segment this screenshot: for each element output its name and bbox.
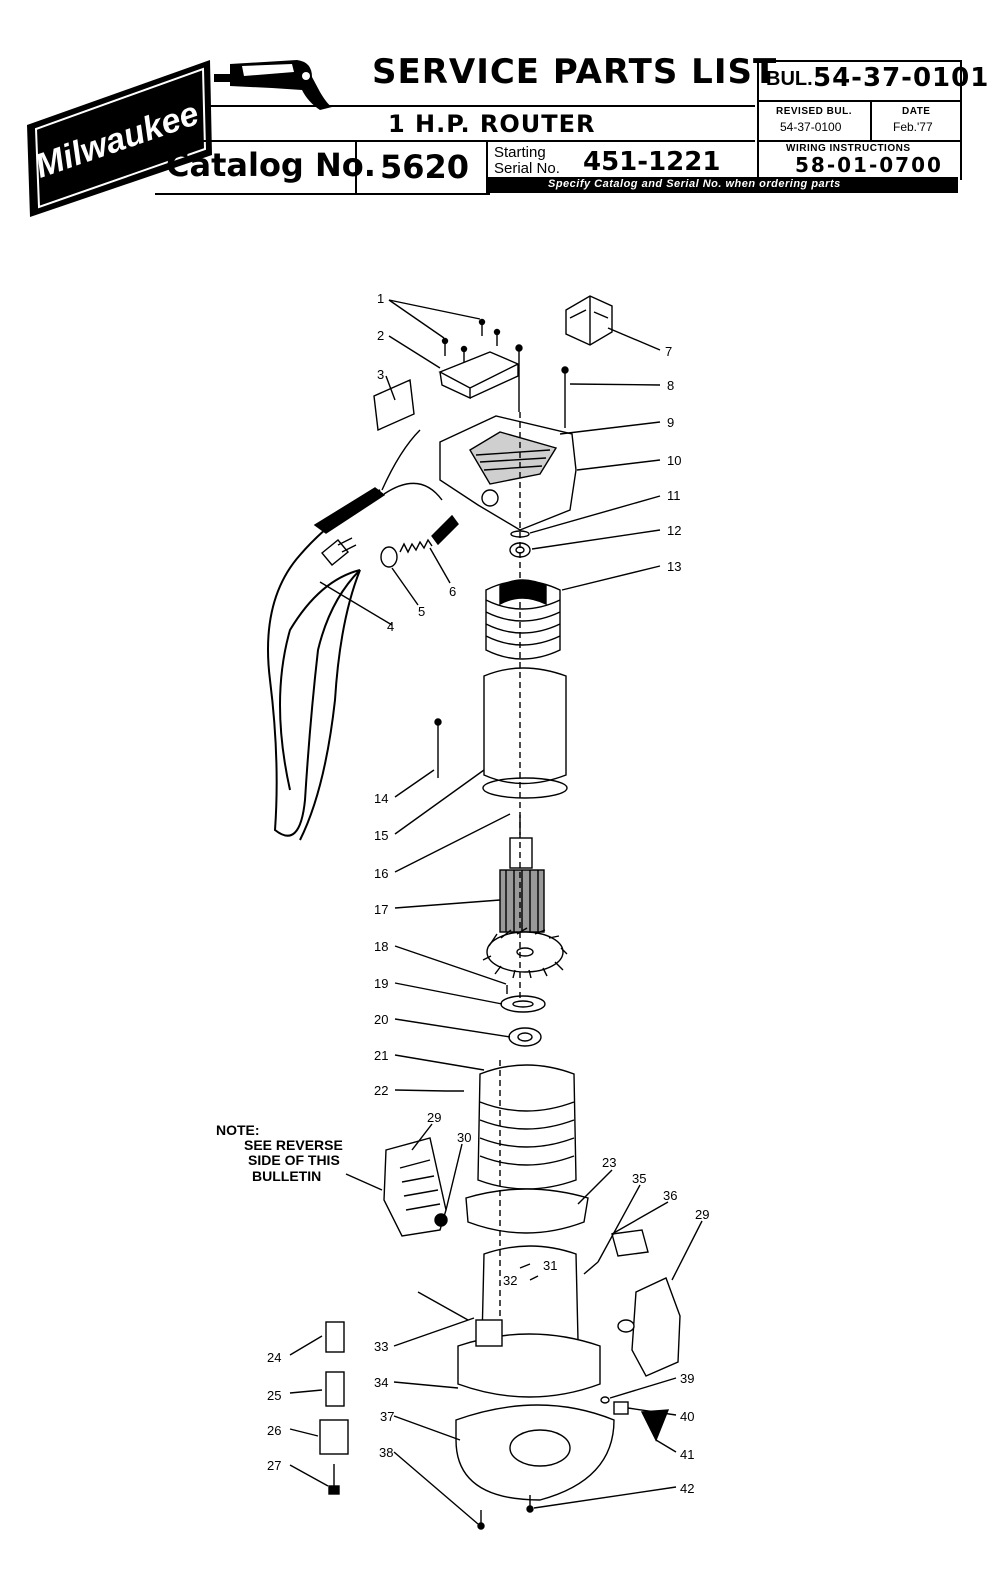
callout-35: 35 xyxy=(632,1171,647,1186)
bulletin-number: 54-37-0101 xyxy=(813,63,990,93)
label-part-3 xyxy=(373,378,415,432)
fan xyxy=(482,927,568,979)
armature-commutator xyxy=(509,837,533,869)
order-note-bar xyxy=(488,177,958,193)
callout-26: 26 xyxy=(267,1423,282,1438)
callout-3: 3 xyxy=(377,367,385,382)
lower-housing xyxy=(477,1064,577,1190)
callout-9: 9 xyxy=(667,415,675,430)
callout-22: 22 xyxy=(374,1083,389,1098)
callout-38: 38 xyxy=(379,1445,394,1460)
callout-18: 18 xyxy=(374,939,389,954)
adjusting-ring xyxy=(465,1188,589,1234)
brush-spring xyxy=(399,538,433,554)
subtitle-rule xyxy=(170,140,755,142)
power-cord xyxy=(267,489,381,841)
callout-13: 13 xyxy=(667,559,682,574)
bulletin-box xyxy=(757,60,962,180)
serial-divider xyxy=(486,142,488,194)
collet-25 xyxy=(325,1371,345,1407)
callout-20: 20 xyxy=(374,1012,389,1027)
revised-label: REVISED BUL. xyxy=(776,106,853,117)
callout-14: 14 xyxy=(374,791,389,806)
callout-17: 17 xyxy=(374,902,389,917)
callout-31: 31 xyxy=(543,1258,558,1273)
callout-30: 30 xyxy=(457,1130,472,1145)
handle-right xyxy=(631,1277,681,1377)
callout-5: 5 xyxy=(418,604,426,619)
callout-24: 24 xyxy=(267,1350,282,1365)
cover-plate xyxy=(438,351,520,400)
callout-29-right: 29 xyxy=(695,1207,710,1222)
serial-label-1: Starting xyxy=(494,144,546,161)
callout-36: 36 xyxy=(663,1188,678,1203)
callout-32: 32 xyxy=(503,1273,518,1288)
note-line-3: SIDE OF THIS xyxy=(248,1152,340,1168)
callout-2: 2 xyxy=(377,328,385,343)
nut-26 xyxy=(319,1419,349,1455)
revised-divider xyxy=(870,100,872,140)
callout-8: 8 xyxy=(667,378,675,393)
screws-part-1 xyxy=(441,318,501,363)
callout-29-left: 29 xyxy=(427,1110,442,1125)
collet-nut-24 xyxy=(325,1321,345,1353)
callout-4: 4 xyxy=(387,619,395,634)
wiring-rule xyxy=(757,140,962,142)
handle-left xyxy=(383,1137,447,1237)
callout-15: 15 xyxy=(374,828,389,843)
switch-part-7 xyxy=(565,295,613,346)
note-line-4: BULLETIN xyxy=(252,1168,322,1184)
date-value: Feb.'77 xyxy=(893,120,933,134)
callout-11: 11 xyxy=(667,488,681,503)
callout-41: 41 xyxy=(680,1447,695,1462)
drill-icon xyxy=(212,52,342,112)
note-label: NOTE: xyxy=(216,1122,260,1138)
callout-25: 25 xyxy=(267,1388,282,1403)
catalog-label: Catalog No. xyxy=(166,146,376,184)
callout-27: 27 xyxy=(267,1458,282,1473)
title-rule xyxy=(210,105,755,107)
note-line-2: SEE REVERSE xyxy=(244,1137,343,1153)
catalog-divider xyxy=(355,142,357,194)
product-name: 1 H.P. ROUTER xyxy=(388,110,596,138)
serial-label-2: Serial No. xyxy=(494,160,560,177)
callout-16: 16 xyxy=(374,866,389,881)
wiring-value: 58-01-0700 xyxy=(795,153,943,177)
callout-23: 23 xyxy=(602,1155,617,1170)
callout-33: 33 xyxy=(374,1339,389,1354)
date-label: DATE xyxy=(902,106,931,117)
callout-37: 37 xyxy=(380,1409,395,1424)
callout-34: 34 xyxy=(374,1375,389,1390)
callout-39: 39 xyxy=(680,1371,695,1386)
serial-number: 451-1221 xyxy=(583,147,721,177)
document-title: SERVICE PARTS LIST xyxy=(372,52,778,92)
sub-base xyxy=(455,1404,615,1501)
order-note: Specify Catalog and Serial No. when orde… xyxy=(548,178,841,190)
callout-12: 12 xyxy=(667,523,682,538)
callout-40: 40 xyxy=(680,1409,695,1424)
callout-42: 42 xyxy=(680,1481,695,1496)
callout-1: 1 xyxy=(377,291,385,306)
catalog-number: 5620 xyxy=(380,148,470,186)
revised-value: 54-37-0100 xyxy=(780,120,842,134)
callout-10: 10 xyxy=(667,453,682,468)
bulletin-rule xyxy=(757,100,962,102)
callout-7: 7 xyxy=(665,344,673,359)
callout-19: 19 xyxy=(374,976,389,991)
callout-21: 21 xyxy=(374,1048,389,1063)
wiring-label: WIRING INSTRUCTIONS xyxy=(786,143,911,154)
callout-6: 6 xyxy=(449,584,457,599)
bottom-rule xyxy=(155,193,490,195)
bulletin-prefix: BUL. xyxy=(766,68,813,90)
field-tube xyxy=(483,667,567,785)
